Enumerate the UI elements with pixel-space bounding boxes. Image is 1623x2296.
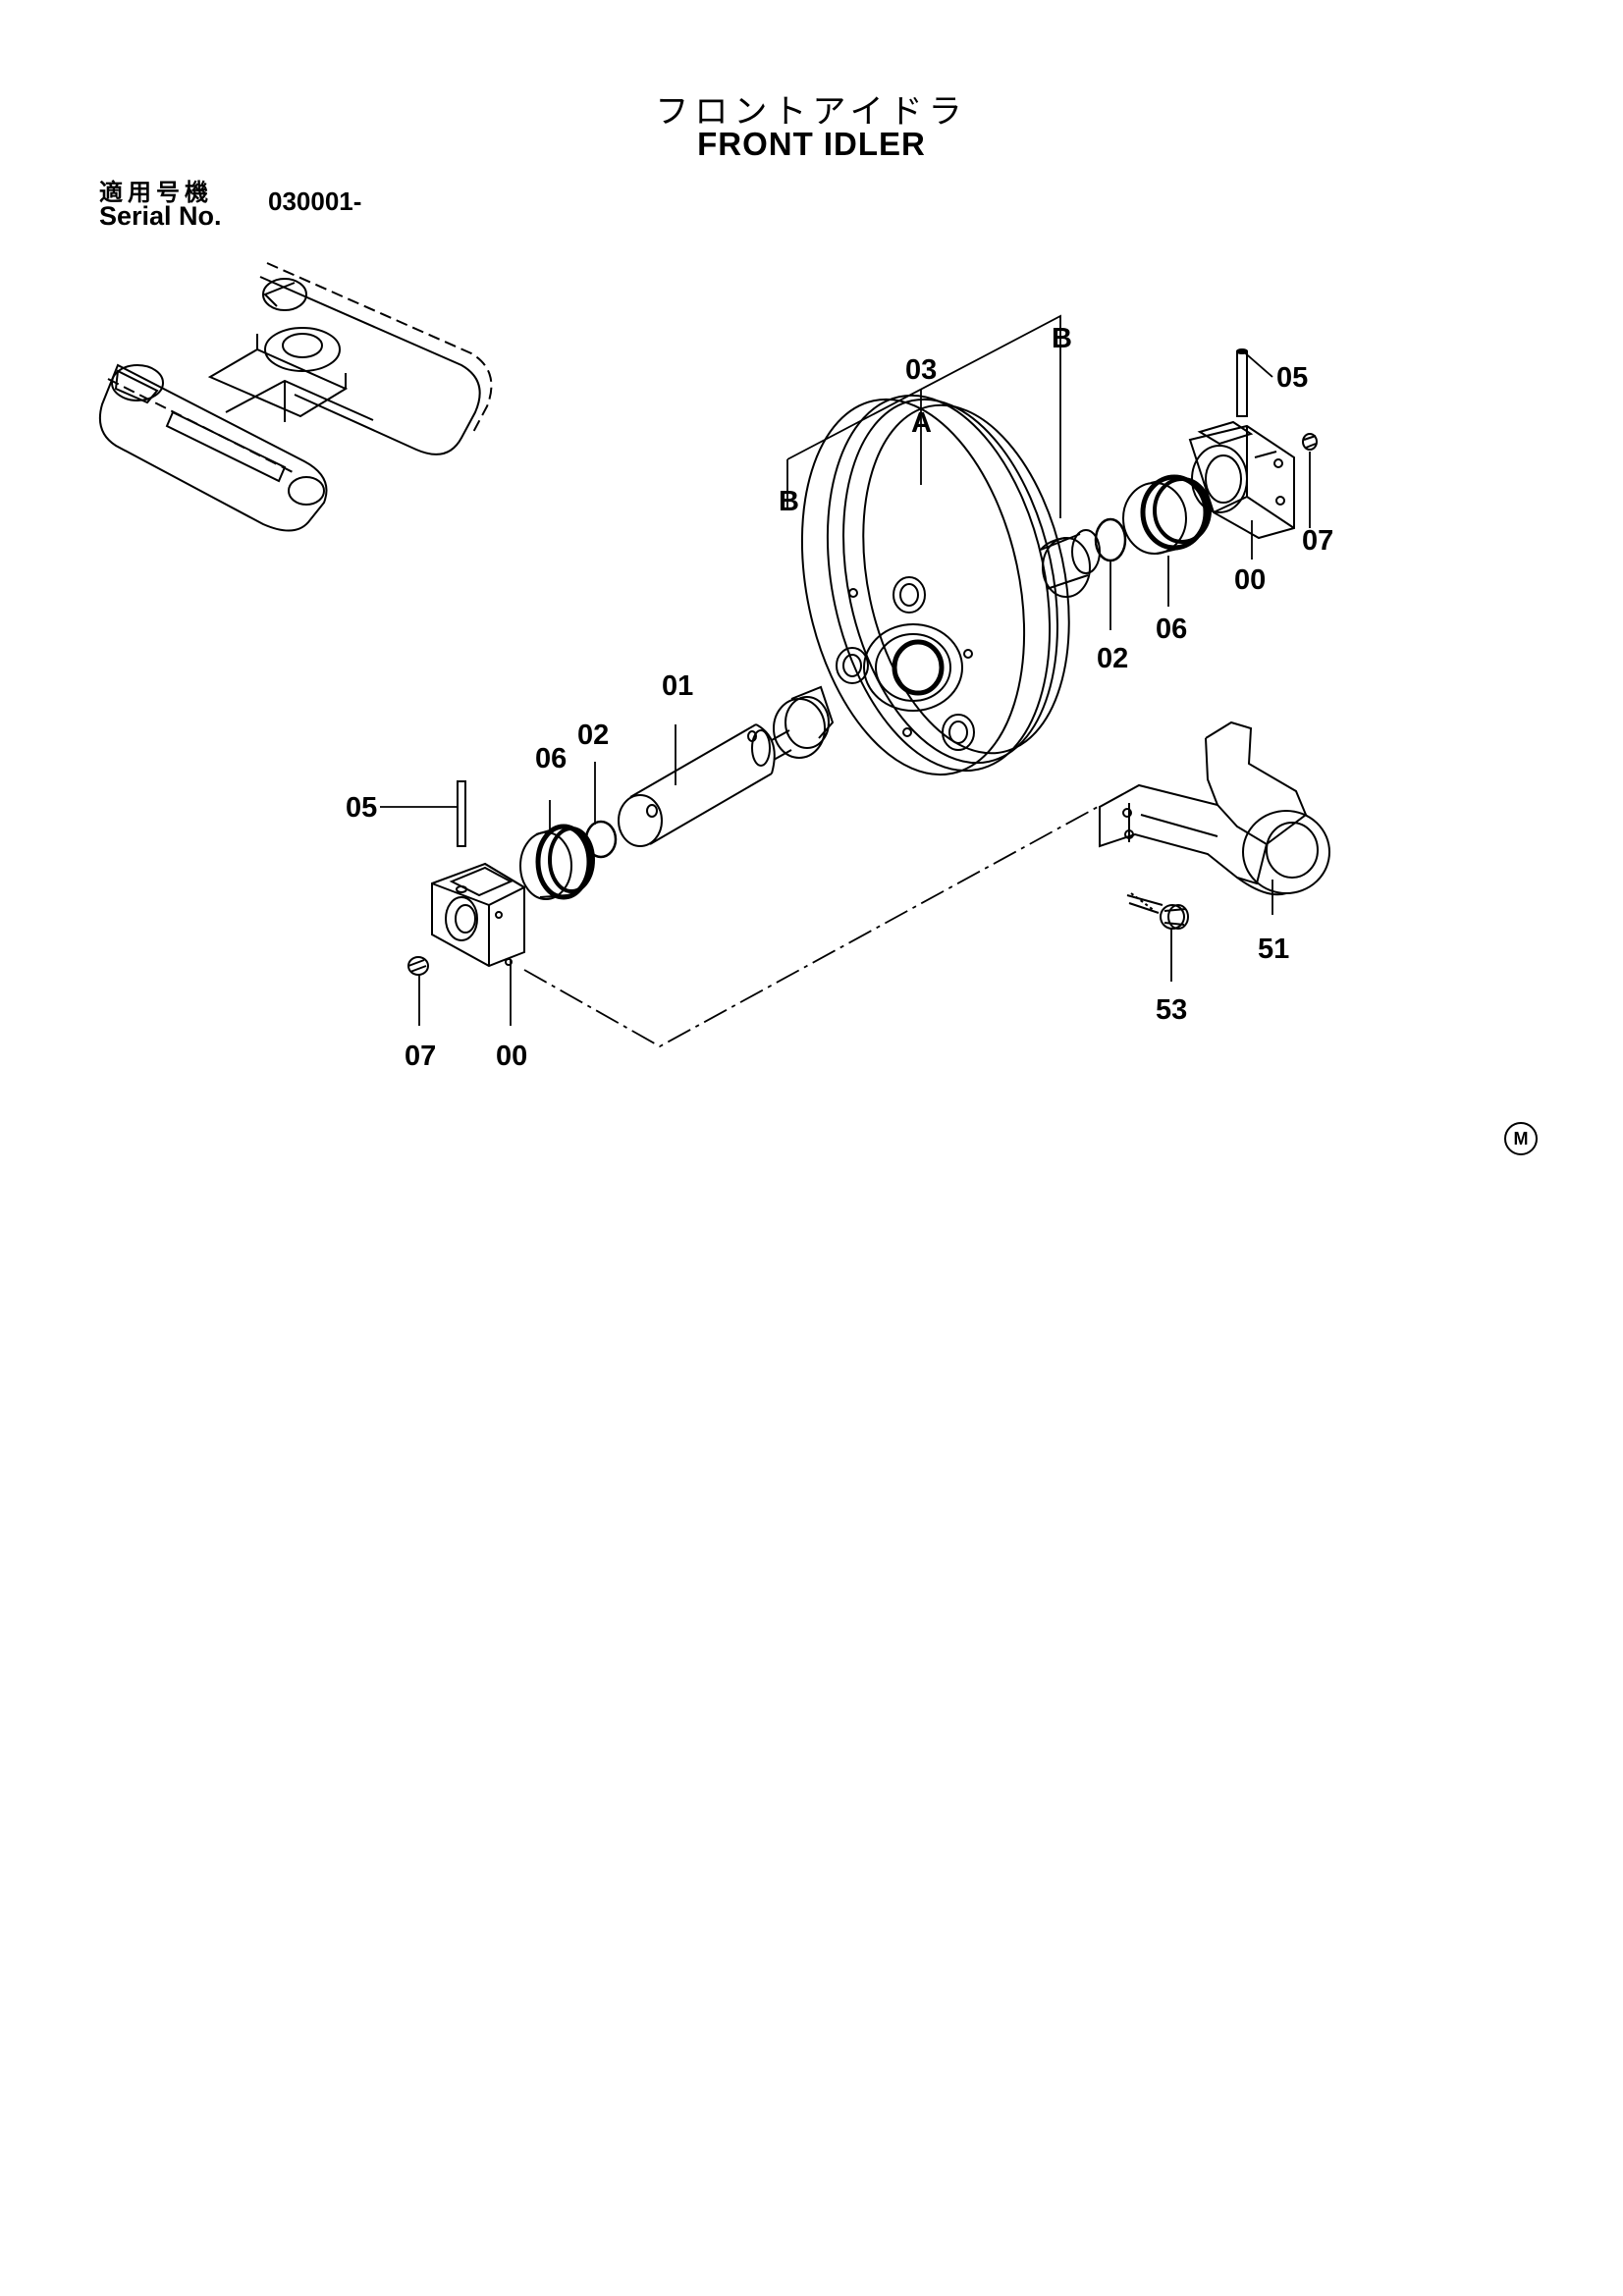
serial-number: 030001- — [268, 187, 362, 216]
callout-51: 51 — [1258, 934, 1289, 965]
left-bearing-block — [431, 862, 525, 968]
left-pin — [456, 780, 467, 893]
left-plug — [407, 956, 429, 976]
page-title: FRONT IDLER — [697, 126, 926, 162]
serial-label-japanese: 適用号機 — [99, 179, 213, 206]
callout-53: 53 — [1156, 994, 1187, 1026]
right-plug — [1302, 433, 1318, 451]
left-bushing — [773, 685, 835, 759]
publisher-mark: M — [1504, 1122, 1538, 1155]
callout-05-left: 05 — [346, 792, 377, 824]
callout-b-top: B — [1052, 323, 1072, 354]
left-o-ring — [584, 820, 618, 859]
callout-05-right: 05 — [1276, 362, 1308, 394]
callout-02-left: 02 — [577, 720, 609, 751]
left-floating-seal — [519, 824, 595, 900]
callout-01: 01 — [662, 670, 693, 702]
right-floating-seal — [1122, 474, 1212, 555]
page-title-japanese: フロントアイドラ — [655, 92, 968, 132]
right-bearing-block — [1188, 420, 1295, 540]
right-o-ring — [1094, 517, 1127, 562]
adjusting-bolt — [1126, 892, 1189, 930]
callout-07-right: 07 — [1302, 525, 1333, 557]
callout-06-right: 06 — [1156, 614, 1187, 645]
idler-yoke — [1099, 721, 1330, 896]
right-pin — [1236, 348, 1248, 417]
serial-label: Serial No. — [99, 201, 222, 231]
leader-lines — [380, 314, 1311, 1048]
callout-02-right: 02 — [1097, 643, 1128, 674]
callout-00-right: 00 — [1234, 564, 1266, 596]
callout-b-left: B — [779, 486, 799, 517]
track-frame-overview — [98, 262, 493, 532]
callout-a: A — [911, 407, 932, 439]
callout-03: 03 — [905, 354, 937, 386]
callout-06-left: 06 — [535, 743, 567, 774]
right-bushing — [1040, 529, 1101, 598]
idler-shaft — [618, 723, 792, 847]
idler-wheel — [800, 394, 1070, 776]
callout-07-left: 07 — [405, 1041, 436, 1072]
callout-00-left: 00 — [496, 1041, 527, 1072]
